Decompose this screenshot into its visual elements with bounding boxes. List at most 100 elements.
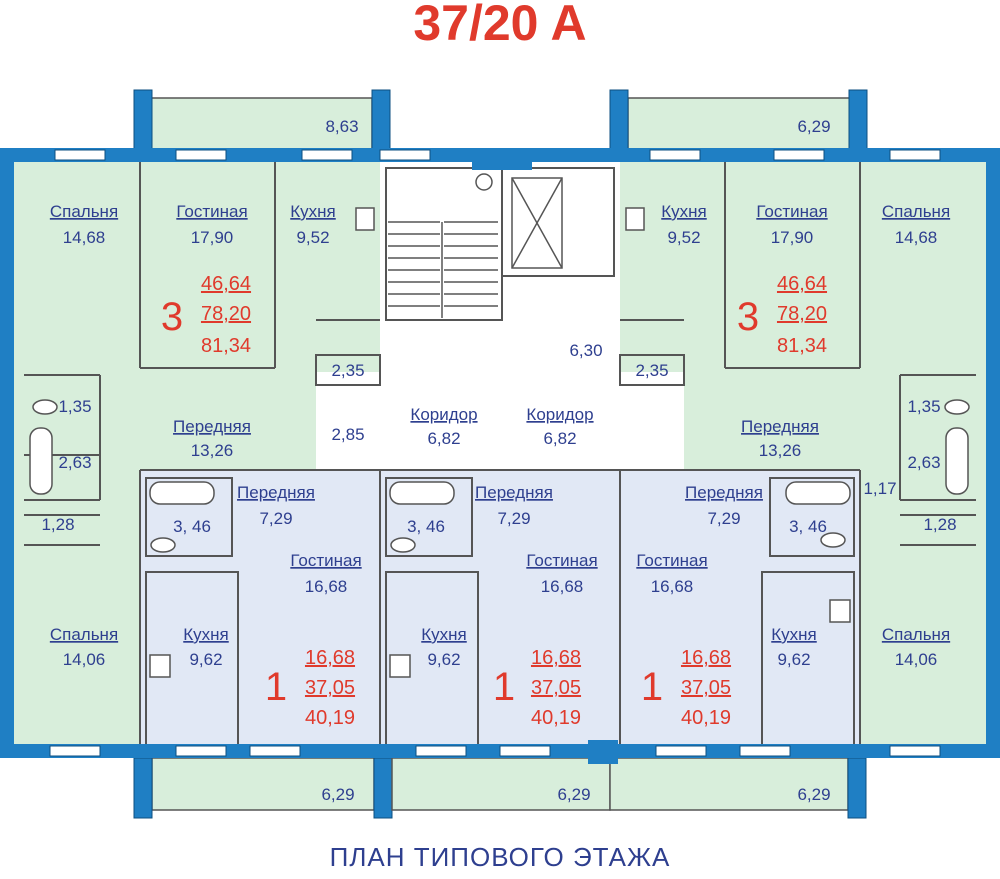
a1l-bath-area: 3, 46 xyxy=(173,517,211,536)
r3-storage-area: 1,28 xyxy=(923,515,956,534)
a1r-living-label: Гостиная xyxy=(636,551,707,570)
a1r-total-area: 37,05 xyxy=(681,677,731,699)
a1l-hall-label: Передняя xyxy=(237,483,315,502)
r3-kitchen-label: Кухня xyxy=(661,202,707,221)
corridor-right-area: 6,82 xyxy=(543,429,576,448)
apt1-right-area xyxy=(620,470,860,752)
l3-bedroom2-area: 14,06 xyxy=(63,650,106,669)
l3-living-area: 17,90 xyxy=(191,228,234,247)
r3-living-label: Гостиная xyxy=(756,202,827,221)
r3-hall-label: Передняя xyxy=(741,417,819,436)
r3-full-area: 81,34 xyxy=(777,335,827,357)
balcony-bottom-mid xyxy=(391,757,611,811)
stair-core xyxy=(380,160,620,372)
l3-hall-area: 13,26 xyxy=(191,441,234,460)
a1m-living-area: 16,68 xyxy=(541,577,584,596)
a1l-hall-area: 7,29 xyxy=(259,509,292,528)
a1l-kitchen-label: Кухня xyxy=(183,625,229,644)
r3-total-area: 78,20 xyxy=(777,303,827,325)
l3-vestibule-area: 2,85 xyxy=(331,425,364,444)
l3-bath-area: 2,63 xyxy=(58,453,91,472)
a1m-kitchen-area: 9,62 xyxy=(427,650,460,669)
l3-living-total: 46,64 xyxy=(201,273,251,295)
a1m-kitchen-label: Кухня xyxy=(421,625,467,644)
a1l-room-count: 1 xyxy=(265,665,287,709)
balcony-top-left-area: 8,63 xyxy=(325,117,358,136)
a1m-living-label: Гостиная xyxy=(526,551,597,570)
balcony-top-right-area: 6,29 xyxy=(797,117,830,136)
a1m-total-area: 37,05 xyxy=(531,677,581,699)
balcony-top-right xyxy=(609,89,868,151)
l3-full-area: 81,34 xyxy=(201,335,251,357)
a1r-kitchen-label: Кухня xyxy=(771,625,817,644)
a1r-room-count: 1 xyxy=(641,665,663,709)
a1l-living-area: 16,68 xyxy=(305,577,348,596)
elevator-shaft-icon xyxy=(511,177,563,269)
plan-caption: ПЛАН ТИПОВОГО ЭТАЖА xyxy=(330,842,671,872)
apt1-mid-area xyxy=(380,470,620,752)
l3-hall-label: Передняя xyxy=(173,417,251,436)
balcony-bottom-mid-area: 6,29 xyxy=(557,785,590,804)
a1l-living-label: Гостиная xyxy=(290,551,361,570)
l3-kitchen-label: Кухня xyxy=(290,202,336,221)
a1r-kitchen-area: 9,62 xyxy=(777,650,810,669)
r3-bedroom-label: Спальня xyxy=(882,202,950,221)
r3-living-area: 17,90 xyxy=(771,228,814,247)
r3-room-count: 3 xyxy=(737,295,759,339)
plumbing-fixtures xyxy=(29,399,970,553)
r3-living-total: 46,64 xyxy=(777,273,827,295)
a1m-hall-area: 7,29 xyxy=(497,509,530,528)
apt1-left-area xyxy=(140,470,380,752)
a1l-kitchen-area: 9,62 xyxy=(189,650,222,669)
balcony-bottom-left-area: 6,29 xyxy=(321,785,354,804)
a1r-hall-area: 7,29 xyxy=(707,509,740,528)
a1m-hall-label: Передняя xyxy=(475,483,553,502)
a1m-bath-area: 3, 46 xyxy=(407,517,445,536)
r3-closet-area: 2,35 xyxy=(635,361,668,380)
kitchen-stoves xyxy=(149,207,851,678)
l3-bedroom-label: Спальня xyxy=(50,202,118,221)
corridor-left-label: Коридор xyxy=(410,405,477,424)
balcony-bottom-right xyxy=(609,757,867,819)
corridor-right-label: Коридор xyxy=(526,405,593,424)
corridor xyxy=(316,372,684,470)
a1l-living-total: 16,68 xyxy=(305,647,355,669)
a1r-bath-area: 3, 46 xyxy=(789,517,827,536)
a1m-full-area: 40,19 xyxy=(531,707,581,729)
a1l-total-area: 37,05 xyxy=(305,677,355,699)
a1l-full-area: 40,19 xyxy=(305,707,355,729)
l3-kitchen-area: 9,52 xyxy=(296,228,329,247)
r3-bedroom2-label: Спальня xyxy=(882,625,950,644)
l3-bedroom-area: 14,68 xyxy=(63,228,106,247)
stair-area: 6,30 xyxy=(569,341,602,360)
l3-bedroom2-label: Спальня xyxy=(50,625,118,644)
r3-hall-area: 13,26 xyxy=(759,441,802,460)
a1m-living-total: 16,68 xyxy=(531,647,581,669)
l3-total-area: 78,20 xyxy=(201,303,251,325)
l3-wc-area: 1,35 xyxy=(58,397,91,416)
partition-walls xyxy=(24,160,976,753)
r3-wc-area: 1,35 xyxy=(907,397,940,416)
a1m-room-count: 1 xyxy=(493,665,515,709)
building-title: 37/20 A xyxy=(413,0,586,51)
windows xyxy=(49,149,941,757)
a1r-living-total: 16,68 xyxy=(681,647,731,669)
a1r-hall-label: Передняя xyxy=(685,483,763,502)
ventilation-icon xyxy=(475,173,493,191)
l3-closet-area: 2,35 xyxy=(331,361,364,380)
r3-bedroom2-area: 14,06 xyxy=(895,650,938,669)
l3-storage-area: 1,28 xyxy=(41,515,74,534)
r3-bedroom-area: 14,68 xyxy=(895,228,938,247)
balcony-bottom-right-area: 6,29 xyxy=(797,785,830,804)
corridor-left-area: 6,82 xyxy=(427,429,460,448)
a1r-living-area: 16,68 xyxy=(651,577,694,596)
r3-kitchen-area: 9,52 xyxy=(667,228,700,247)
stair-treads xyxy=(388,221,498,318)
r3-storage1-area: 1,17 xyxy=(863,479,896,498)
balcony-top-left xyxy=(133,89,391,151)
l3-room-count: 3 xyxy=(161,295,183,339)
r3-bath-area: 2,63 xyxy=(907,453,940,472)
l3-living-label: Гостиная xyxy=(176,202,247,221)
a1r-full-area: 40,19 xyxy=(681,707,731,729)
